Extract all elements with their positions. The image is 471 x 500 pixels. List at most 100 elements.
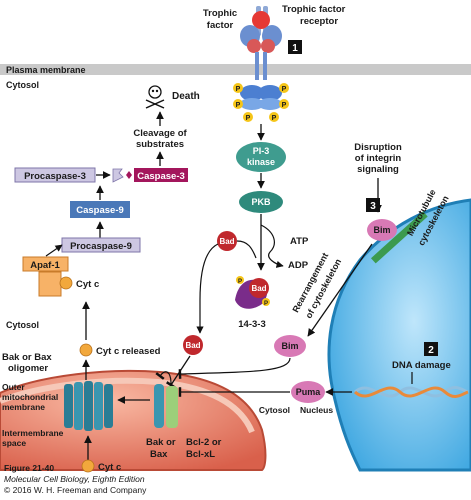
cleavage-label-2: substrates bbox=[136, 139, 184, 150]
atp-adp-arc bbox=[260, 224, 284, 268]
cytc-released-label: Cyt c released bbox=[96, 346, 161, 357]
bim-label-lower: Bim bbox=[281, 341, 298, 351]
caspase-3-label: Caspase-3 bbox=[137, 171, 185, 182]
bak-bax-label-1: Bak or bbox=[146, 437, 176, 448]
trophic-factor-label-1: Trophic bbox=[203, 8, 237, 19]
caspase-9-label: Caspase-9 bbox=[76, 205, 124, 216]
phosphate-group: P P P P P P bbox=[233, 83, 289, 122]
bad-node-upper bbox=[217, 231, 237, 251]
receptor-tm-left bbox=[255, 52, 259, 80]
bak-bax-oligomer-label-1: Bak or Bax bbox=[2, 352, 52, 363]
oligomer-subunit-2 bbox=[74, 382, 83, 430]
phosphate-label-6: P bbox=[272, 115, 277, 122]
bim-label-upper: Bim bbox=[373, 225, 390, 235]
oligomer-subunit-5 bbox=[104, 384, 113, 428]
outer-label-1: Outer bbox=[2, 382, 25, 392]
receptor-label-2: receptor bbox=[300, 16, 338, 27]
bak-bax-oligomer-label-2: oligomer bbox=[8, 363, 48, 374]
integrin-label-1: Disruption bbox=[354, 142, 402, 153]
copyright-caption: © 2016 W. H. Freeman and Company bbox=[4, 485, 147, 495]
pkb-label: PKB bbox=[251, 197, 271, 207]
integrin-label-3: signaling bbox=[357, 164, 399, 175]
caspase-9-box bbox=[70, 201, 130, 218]
puma-label: Puma bbox=[296, 387, 322, 397]
cytosol-top-label: Cytosol bbox=[6, 80, 39, 90]
trophic-factor-ligand bbox=[252, 11, 270, 29]
bcl-label-2: Bcl-xL bbox=[186, 449, 215, 460]
plasma-membrane: Plasma membrane Cytosol bbox=[0, 64, 471, 90]
trophic-factor-label-2: factor bbox=[207, 20, 234, 31]
plasma-membrane-label: Plasma membrane bbox=[6, 65, 86, 75]
phosphate-label-1: P bbox=[236, 86, 241, 93]
puma-node bbox=[291, 381, 325, 403]
receptor-inner-right bbox=[261, 39, 275, 53]
receptor-kinase-left-lower bbox=[240, 98, 264, 110]
cytc-intermembrane-label: Cyt c bbox=[98, 462, 121, 473]
phosphate-label-2: P bbox=[282, 86, 287, 93]
phosphate-5 bbox=[243, 112, 253, 122]
death-label: Death bbox=[172, 91, 200, 102]
bad-node-complex bbox=[249, 278, 269, 298]
phosphate-1 bbox=[233, 83, 243, 93]
inter-label-1: Intermembrane bbox=[2, 428, 64, 438]
arrow-apaf-procasp9 bbox=[45, 244, 63, 257]
cytc-bound bbox=[59, 276, 73, 290]
phosphate-3 bbox=[233, 99, 243, 109]
procaspase-9-label: Procaspase-9 bbox=[70, 241, 132, 252]
receptor-inner-left bbox=[247, 39, 261, 53]
bim-node-upper bbox=[367, 219, 397, 241]
inter-label-2: space bbox=[2, 438, 26, 448]
caspase3-notch bbox=[126, 171, 132, 179]
adp-label: ADP bbox=[288, 260, 309, 271]
membrane-band bbox=[0, 64, 471, 75]
receptor-kinase-right bbox=[258, 85, 282, 101]
procaspase-3-label: Procaspase-3 bbox=[24, 171, 86, 182]
mitochondrial-membrane-inner bbox=[0, 377, 255, 434]
inhibit-bim-bcl2 bbox=[178, 357, 291, 379]
pi3-label-2: kinase bbox=[247, 157, 275, 167]
complex-14-3-3-label: 14-3-3 bbox=[238, 319, 265, 330]
pi3-label-1: PI-3 bbox=[253, 146, 270, 156]
apaf-1-body bbox=[38, 271, 62, 297]
bad-node-lower bbox=[183, 335, 203, 355]
pkb-node bbox=[239, 191, 283, 213]
receptor-tm-right bbox=[263, 52, 267, 80]
apaf-1-box bbox=[22, 256, 69, 272]
step-3-badge bbox=[366, 198, 380, 212]
step-1-badge bbox=[288, 40, 302, 54]
bcl2-protein bbox=[166, 386, 178, 428]
procaspase-3-box bbox=[14, 167, 96, 183]
bad-to-pkb-connector bbox=[236, 240, 257, 259]
caspase-3-box bbox=[134, 168, 188, 182]
cytc-intermembrane-dot bbox=[81, 459, 95, 473]
phosphate-label-4: P bbox=[282, 102, 287, 109]
inhibit-bcl2-bak bbox=[155, 371, 172, 385]
mitochondrion bbox=[0, 369, 267, 471]
bim-node-lower bbox=[274, 335, 306, 357]
phosphate-label-3: P bbox=[236, 102, 241, 109]
nucleus bbox=[327, 198, 471, 472]
step-3-label: 3 bbox=[370, 201, 376, 212]
dna-helix-icon bbox=[353, 386, 469, 398]
microtubule bbox=[370, 211, 428, 264]
phosphate-2 bbox=[279, 83, 289, 93]
phosphate-6 bbox=[269, 112, 279, 122]
outer-label-3: membrane bbox=[2, 402, 45, 412]
phosphate-4 bbox=[279, 99, 289, 109]
phosphate-label-5: P bbox=[246, 115, 251, 122]
trophic-factor-receptor bbox=[240, 6, 282, 110]
procaspase-fragment bbox=[112, 168, 124, 183]
figure-caption: Figure 21-40 bbox=[4, 463, 54, 473]
pi3-kinase-node bbox=[236, 142, 286, 172]
phosphate-complex-label-1: P bbox=[238, 279, 242, 285]
cleavage-label-1: Cleavage of bbox=[133, 128, 187, 139]
step-2-label: 2 bbox=[428, 345, 434, 356]
receptor-kinase-left bbox=[240, 85, 264, 101]
oligomer-subunit-4 bbox=[94, 382, 103, 430]
receptor-kinase-right-lower bbox=[258, 98, 282, 110]
skull-icon bbox=[145, 85, 165, 109]
step-2-badge bbox=[424, 342, 438, 356]
integrin-label-2: of integrin bbox=[355, 153, 402, 164]
cytosol-nuc-label: Cytosol bbox=[259, 405, 290, 415]
